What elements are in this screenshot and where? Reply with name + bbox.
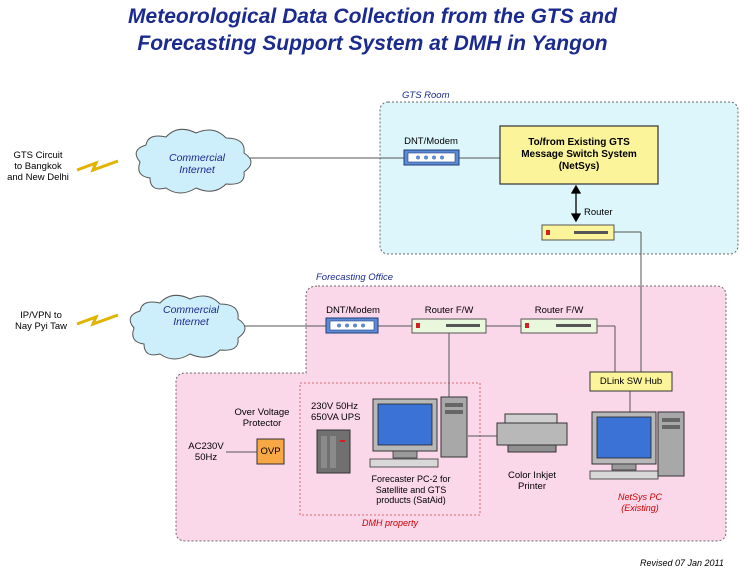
ovp-box-label: OVP	[260, 446, 281, 457]
office-modem-label: DNT/Modem	[326, 305, 380, 316]
netsys-box	[499, 125, 659, 185]
router-icon	[541, 224, 615, 241]
ovp-title-label: Over Voltage Protector	[234, 407, 290, 429]
modem-icon	[403, 149, 460, 166]
router-fw-icon	[520, 318, 598, 334]
cloud-label-1: Commercial Internet	[168, 152, 225, 176]
printer-label: Color Inkjet Printer	[507, 470, 557, 492]
dlink-hub-box	[589, 371, 673, 392]
ovp-box	[256, 438, 285, 465]
printer-icon	[496, 413, 568, 453]
modem-icon	[325, 317, 379, 334]
router-fw-icon	[411, 318, 487, 334]
dmh-property-label: DMH property	[361, 518, 418, 528]
cloud-label-2: Commercial Internet	[162, 304, 219, 328]
gts-router-label: Router	[584, 207, 613, 218]
netsys-box-label: To/from Existing GTS Message Switch Syst…	[521, 137, 637, 172]
computer-icon	[589, 411, 685, 480]
cloud-icon	[135, 128, 252, 194]
double-arrow-icon	[570, 184, 582, 223]
title-line-1: Meteorological Data Collection from the …	[128, 5, 617, 28]
gts-room-label: GTS Room	[402, 90, 450, 101]
router-fw-1-label: Router F/W	[424, 305, 474, 316]
revised-date: Revised 07 Jan 2011	[640, 558, 724, 568]
gts-modem-label: DNT/Modem	[404, 136, 458, 147]
netsys-pc-label: NetSys PC (Existing)	[617, 492, 662, 513]
ac-label: AC230V 50Hz	[188, 441, 224, 463]
lightning-icon	[76, 159, 119, 173]
cloud-icon	[129, 294, 246, 360]
router-fw-2-label: Router F/W	[534, 305, 584, 316]
ipvpn-label: IP/VPN to Nay Pyi Taw	[14, 310, 68, 332]
forecasting-office-label: Forecasting Office	[316, 272, 394, 283]
gts-circuit-label: GTS Circuit to Bangkok and New Delhi	[7, 150, 69, 183]
forecaster-pc2-label: Forecaster PC-2 for Satellite and GTS pr…	[371, 474, 451, 505]
dlink-hub-label: DLink SW Hub	[599, 376, 663, 387]
title-line-2: Forecasting Support System at DMH in Yan…	[137, 32, 608, 55]
computer-icon	[369, 396, 468, 468]
dmh-property-region	[299, 382, 481, 516]
ups-icon	[316, 429, 351, 474]
lightning-icon	[76, 313, 119, 327]
ups-label: 230V 50Hz 650VA UPS	[311, 401, 361, 423]
